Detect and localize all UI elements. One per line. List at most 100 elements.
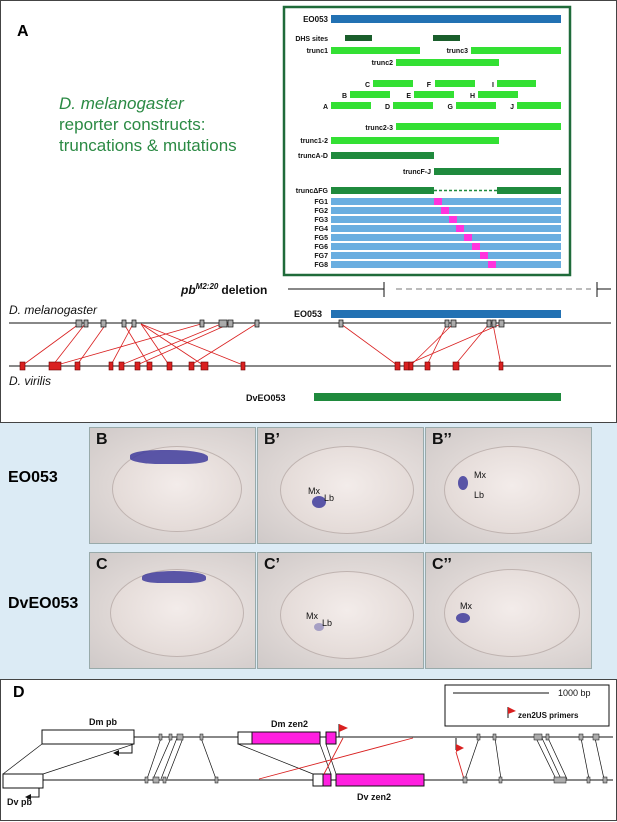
dv-pb-label: Dv pb [7, 797, 33, 807]
legend-flag-icon [508, 707, 516, 714]
d-blocks [144, 733, 608, 784]
bar-fg1 [331, 198, 561, 205]
dveo053-track-bar [314, 393, 561, 401]
bar-trunc1-2 [331, 137, 499, 144]
fg-series [331, 198, 561, 268]
bar-fg3 [331, 216, 561, 223]
scale-label: 1000 bp [558, 688, 591, 698]
photo-b-prime: Mx Lb B’ [257, 427, 424, 544]
bar-truncdfg-right [497, 187, 561, 194]
anno-mx-2: Mx [474, 470, 486, 480]
construct-box [282, 5, 572, 277]
photo-b-label: B [96, 431, 108, 448]
stain-b-double-prime [458, 476, 468, 490]
dv-pb-arrow [31, 788, 40, 798]
bar-i [497, 80, 536, 87]
d-red-lines [258, 737, 465, 780]
anno-mx-4: Mx [460, 601, 472, 611]
label-i: I [492, 82, 494, 89]
bar-eo053 [331, 15, 561, 23]
dv-pb-box [2, 773, 44, 789]
mut-fg6 [472, 243, 480, 250]
bar-h [478, 91, 518, 98]
label-g: G [448, 104, 454, 111]
label-trunc2-3: trunc2-3 [365, 125, 393, 132]
label-fg3: FG3 [314, 217, 328, 224]
row-label-eo053: EO053 [8, 469, 58, 486]
anno-lb: Lb [324, 493, 335, 503]
stain-c-prime [314, 623, 324, 631]
photo-c-double-prime-label: C’’ [432, 556, 452, 573]
label-truncf-j: truncF-J [403, 169, 431, 176]
label-dhs: DHS sites [295, 36, 328, 43]
deletion-base: pb [180, 283, 196, 297]
mut-fg5 [464, 234, 472, 241]
mut-fg4 [456, 225, 464, 232]
stain-b-prime [312, 496, 326, 508]
label-fg4: FG4 [314, 226, 328, 233]
panel-d: D 1000 bp zen2US primers Dm pb Dm zen2 D… [0, 679, 617, 821]
primer-top-icon [339, 724, 348, 732]
label-trunc2: trunc2 [372, 60, 394, 67]
panel-d-diagram: 1000 bp zen2US primers Dm pb Dm zen2 Dv … [2, 684, 613, 807]
dv-zen2-exon2 [335, 773, 425, 787]
label-fg7: FG7 [314, 253, 328, 260]
mut-fg7 [480, 252, 488, 259]
panel-a: A D. melanogaster reporter constructs: t… [0, 0, 617, 423]
bar-fg6 [331, 243, 561, 250]
d-alignment-lines [2, 737, 605, 780]
dm-zen2-label: Dm zen2 [271, 719, 308, 729]
dmel-blocks [75, 319, 505, 328]
bar-g [456, 102, 496, 109]
dm-zen2-utr [237, 731, 253, 745]
bar-trunc2-3 [396, 123, 561, 130]
label-e: E [406, 93, 411, 100]
label-fg2: FG2 [314, 208, 328, 215]
bar-trunc2 [396, 59, 499, 66]
bar-b [350, 91, 390, 98]
stain-b [130, 450, 208, 464]
panel-a-letter: A [17, 23, 29, 40]
mut-fg2 [441, 207, 449, 214]
dm-zen2-exon1 [251, 731, 321, 745]
photo-b: B [89, 427, 256, 544]
dv-zen2-label: Dv zen2 [357, 792, 391, 802]
title-line-2: truncations & mutations [59, 136, 237, 155]
bar-trunc3 [471, 47, 561, 54]
bar-fg7 [331, 252, 561, 259]
label-a: A [323, 104, 328, 111]
dv-zen2-exon1 [322, 773, 332, 787]
photo-b-double-prime: Mx Lb B’’ [425, 427, 592, 544]
stain-c [142, 571, 206, 583]
bar-a [331, 102, 371, 109]
bar-truncdfg-left [331, 187, 434, 194]
photo-c: C [89, 552, 256, 669]
dmel-label: D. melanogaster [9, 303, 98, 317]
primer-label: zen2US primers [518, 711, 579, 720]
bar-fg8 [331, 261, 561, 268]
label-fg5: FG5 [314, 235, 328, 242]
photo-c-prime-label: C’ [264, 556, 280, 573]
deletion-sup: M2:20 [196, 282, 219, 291]
label-c: C [365, 82, 370, 89]
photo-b-prime-label: B’ [264, 431, 280, 448]
photo-c-double-prime: Mx C’’ [425, 552, 592, 669]
dv-zen2-utr [312, 773, 324, 787]
dm-pb-arrow-head [113, 750, 119, 756]
anno-lb-2: Lb [474, 490, 485, 500]
label-trunc1: trunc1 [307, 48, 329, 55]
label-trunc1-2: trunc1-2 [300, 138, 328, 145]
dm-pb-label: Dm pb [89, 717, 118, 727]
deletion-word: deletion [221, 283, 267, 297]
bar-trunca-d [331, 152, 434, 159]
stain-c-double-prime [456, 613, 470, 623]
panel-d-letter: D [13, 684, 25, 701]
bar-f [435, 80, 475, 87]
bar-d [393, 102, 433, 109]
label-trunc3: trunc3 [447, 48, 469, 55]
label-trunca-d: truncA-D [298, 153, 328, 160]
primer-bottom-icon [456, 744, 464, 752]
dhs-site-2 [433, 35, 460, 41]
label-j: J [510, 104, 514, 111]
